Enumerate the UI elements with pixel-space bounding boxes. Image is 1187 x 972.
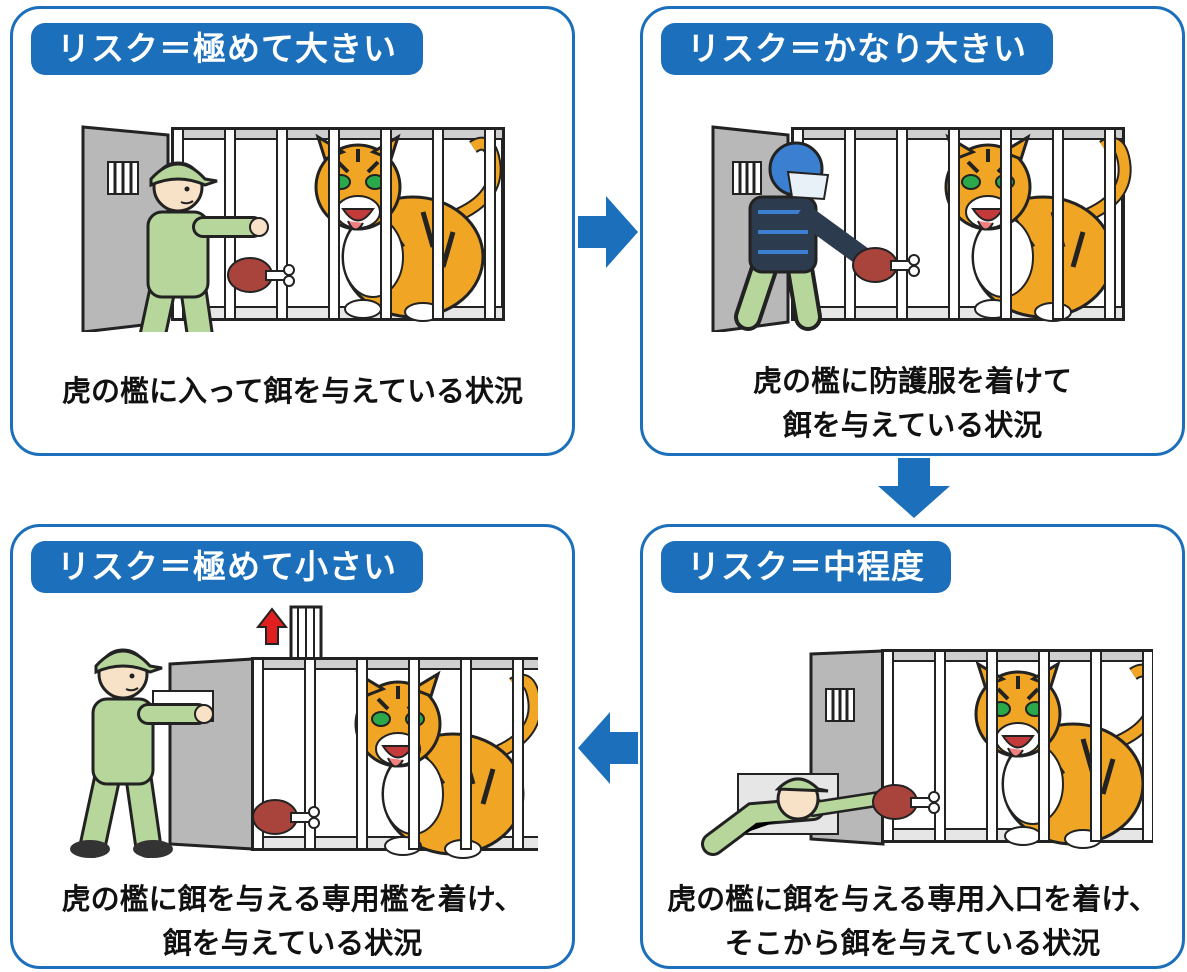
panel-title: リスク＝極めて小さい bbox=[31, 541, 423, 593]
caption-line: 餌を与えている状況 bbox=[162, 926, 423, 960]
caption-line: 虎の檻に餌を与える専用入口を着け、 bbox=[667, 882, 1158, 916]
panel-extreme-risk: リスク＝極めて大きい 虎の檻に入って餌を与えている状況 bbox=[10, 6, 575, 456]
panel-caption: 虎の檻に入って餌を与えている状況 bbox=[13, 369, 572, 413]
panel-very-low-risk: リスク＝極めて小さい 虎の檻に餌を与える専用檻を着け、 餌を与えている状況 bbox=[10, 524, 575, 969]
illustration-keeper-inside-cage bbox=[81, 125, 505, 332]
lift-up-arrow-icon bbox=[255, 607, 289, 645]
caption-line: 餌を与えている状況 bbox=[782, 408, 1043, 442]
panel-caption: 虎の檻に防護服を着けて 餌を与えている状況 bbox=[643, 359, 1182, 447]
caption-line: 虎の檻に入って餌を与えている状況 bbox=[61, 374, 524, 408]
panel-title: リスク＝かなり大きい bbox=[661, 23, 1053, 75]
arrow-right-icon bbox=[578, 196, 638, 268]
panel-caption: 虎の檻に餌を与える専用入口を着け、 そこから餌を与えている状況 bbox=[643, 877, 1182, 965]
caption-line: そこから餌を与えている状況 bbox=[724, 926, 1101, 960]
panel-high-risk: リスク＝かなり大きい 虎の檻に防護服を着けて 餌を与えている状況 bbox=[640, 6, 1185, 456]
panel-medium-risk: リスク＝中程度 虎の檻に餌を与える専用入口を着け、 そこから餌を与えている状況 bbox=[640, 524, 1185, 969]
illustration-keeper-with-protective-suit bbox=[711, 125, 1148, 332]
caption-line: 虎の檻に防護服を着けて bbox=[752, 364, 1072, 398]
caption-line: 虎の檻に餌を与える専用檻を着け、 bbox=[61, 882, 524, 916]
arrow-down-icon bbox=[878, 458, 950, 518]
illustration-feeding-cage-attachment bbox=[58, 605, 538, 869]
illustration-feeding-entrance bbox=[701, 649, 1153, 856]
panel-title: リスク＝中程度 bbox=[661, 541, 951, 593]
panel-caption: 虎の檻に餌を与える専用檻を着け、 餌を与えている状況 bbox=[13, 877, 572, 965]
arrow-left-icon bbox=[578, 712, 638, 784]
panel-title: リスク＝極めて大きい bbox=[31, 23, 423, 75]
